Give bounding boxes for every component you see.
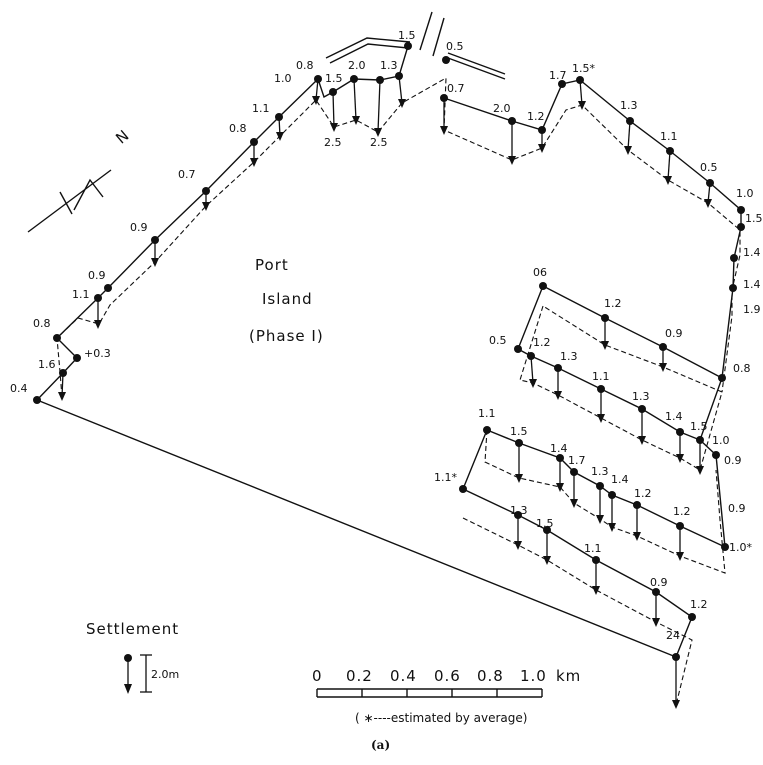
settlement-label: 1.5 — [745, 212, 763, 225]
settlement-labels: 1.5 0.5 0.8 1.0 1.5 2.0 1.3 2.5 2.5 1.1 … — [10, 29, 763, 642]
settlement-label: 0.9 — [88, 269, 106, 282]
settlement-label: 1.3 — [620, 99, 638, 112]
settlement-label: 1.3 — [380, 59, 398, 72]
settlement-label: 1.0 — [736, 187, 754, 200]
settlement-label: 1.2 — [604, 297, 622, 310]
settlement-label: 1.5 — [510, 425, 528, 438]
scale-tick-label: 0.4 — [390, 667, 417, 685]
settlement-label: 1.4 — [743, 278, 761, 291]
scale-tick-label: 0.6 — [434, 667, 461, 685]
settlement-label: 0.5 — [700, 161, 718, 174]
settlement-label: 1.5 — [536, 517, 554, 530]
scale-unit: km — [556, 667, 581, 685]
settlement-label: 1.4 — [611, 473, 629, 486]
settlement-label: 0.4 — [10, 382, 28, 395]
area-label-line3: (Phase I) — [249, 327, 324, 345]
settlement-label: 0.9 — [724, 454, 742, 467]
scale-tick-label: 1.0 — [520, 667, 547, 685]
settlement-label: 1.3 — [560, 350, 578, 363]
settlement-label: 2.0 — [493, 102, 511, 115]
settlement-label: 1.1 — [72, 288, 90, 301]
settlement-label: 1.7 — [568, 454, 586, 467]
settlement-label: 1.0 — [712, 434, 730, 447]
settlement-label: 2.5 — [324, 136, 342, 149]
settlement-label: 0.8 — [229, 122, 247, 135]
area-label-line1: Port — [255, 256, 289, 274]
settlement-label: 1.3 — [510, 504, 528, 517]
settlement-label: 1.4 — [550, 442, 568, 455]
boundary-dashed — [56, 77, 741, 398]
settlement-arrows — [58, 75, 712, 709]
settlement-label: 1.0 — [274, 72, 292, 85]
north-arrow-icon: N — [27, 126, 133, 233]
scale-tick-label: 0.2 — [346, 667, 373, 685]
settlement-label: 2.5 — [370, 136, 388, 149]
settlement-label: 06 — [533, 266, 547, 279]
settlement-label: 1.2 — [533, 336, 551, 349]
inner-dock-1 — [517, 285, 723, 471]
settlement-label: 1.0* — [729, 541, 752, 554]
settlement-label: 1.1 — [584, 542, 602, 555]
settlement-label: 1.2 — [673, 505, 691, 518]
scale-bar: 0 0.2 0.4 0.6 0.8 1.0 km ( ∗----estimate… — [312, 667, 581, 725]
settlement-label: 0.5 — [489, 334, 507, 347]
settlement-label: 1.3 — [591, 465, 609, 478]
settlement-label: +0.3 — [84, 347, 111, 360]
settlement-label: 0.5 — [446, 40, 464, 53]
settlement-label: 1.1 — [478, 407, 496, 420]
settlement-label: 1.5 — [398, 29, 416, 42]
settlement-label: 1.1 — [660, 130, 678, 143]
settlement-label: 1.5* — [572, 62, 595, 75]
settlement-label: 1.5 — [690, 420, 708, 433]
settlement-label: 0.8 — [733, 362, 751, 375]
quay-wall — [325, 11, 506, 80]
scale-note: ( ∗----estimated by average) — [355, 711, 527, 725]
settlement-label: 24 — [666, 629, 680, 642]
scale-tick-label: 0.8 — [477, 667, 504, 685]
settlement-label: 1.1 — [592, 370, 610, 383]
settlement-label: 0.8 — [33, 317, 51, 330]
settlement-label: 1.4 — [743, 246, 761, 259]
settlement-label: 1.2 — [527, 110, 545, 123]
area-label-line2: Island — [262, 290, 313, 308]
legend: Settlement 2.0m — [86, 620, 179, 694]
settlement-label: 1.7 — [549, 69, 567, 82]
settlement-label: 0.9 — [650, 576, 668, 589]
settlement-label: 1.2 — [634, 487, 652, 500]
settlement-label: 1.5 — [325, 72, 343, 85]
settlement-label: 0.7 — [178, 168, 196, 181]
settlement-label: 0.9 — [665, 327, 683, 340]
measurement-points — [33, 42, 745, 661]
scale-tick-label: 0 — [312, 667, 323, 685]
settlement-label: 1.2 — [690, 598, 708, 611]
settlement-label: 0.9 — [130, 221, 148, 234]
settlement-label: 0.8 — [296, 59, 314, 72]
area-label: Port Island (Phase I) — [249, 256, 324, 345]
settlement-label: 1.6 — [38, 358, 56, 371]
legend-title: Settlement — [86, 620, 179, 638]
figure-caption: (a) — [371, 738, 390, 752]
boundary-solid — [36, 45, 742, 658]
settlement-label: 0.7 — [447, 82, 465, 95]
settlement-label: 0.9 — [728, 502, 746, 515]
legend-scale-label: 2.0m — [151, 668, 179, 681]
north-label: N — [112, 126, 133, 148]
settlement-label: 1.3 — [632, 390, 650, 403]
settlement-label: 1.4 — [665, 410, 683, 423]
settlement-label: 1.1 — [252, 102, 270, 115]
settlement-label: 2.0 — [348, 59, 366, 72]
settlement-label: 1.9 — [743, 303, 761, 316]
settlement-label: 1.1* — [434, 471, 457, 484]
